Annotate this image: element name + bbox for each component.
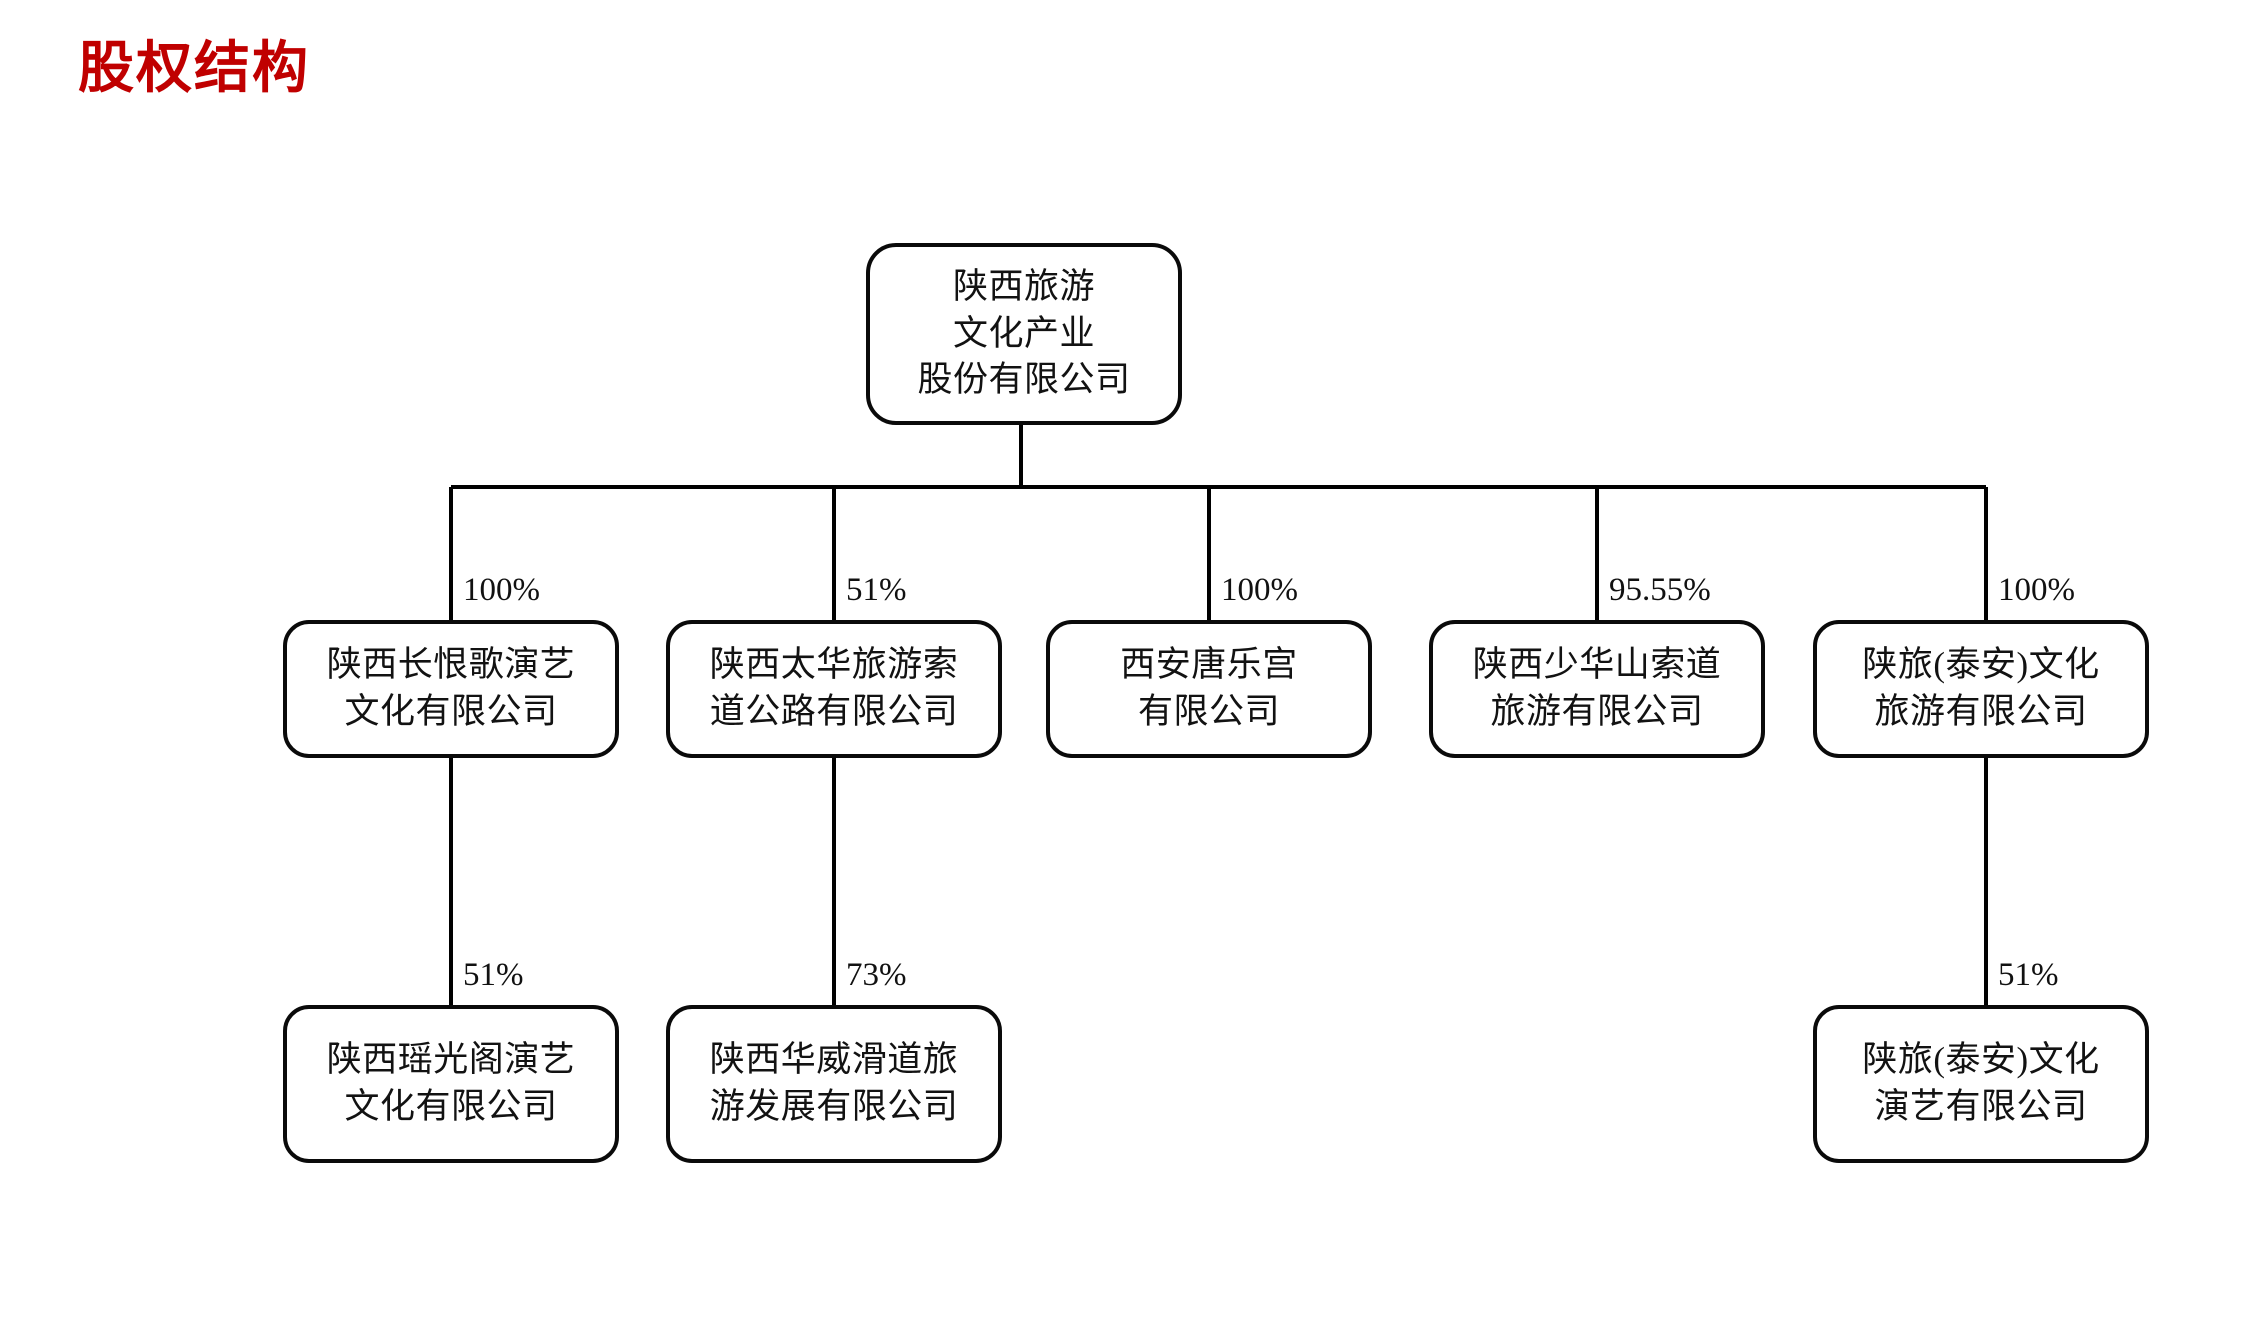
org-node-n2[interactable]: 陕西太华旅游索 道公路有限公司 bbox=[666, 620, 1002, 758]
org-node-n2a-line-2: 游发展有限公司 bbox=[709, 1087, 959, 1126]
ownership-label-n2-n2a: 73% bbox=[846, 957, 907, 993]
org-node-n2-line-1: 陕西太华旅游索 bbox=[709, 645, 959, 685]
org-node-root-line-3: 股份有限公司 bbox=[917, 360, 1131, 400]
ownership-label-root-n4: 95.55% bbox=[1609, 572, 1711, 608]
ownership-label-n1-n1a: 51% bbox=[463, 957, 524, 993]
org-node-n1[interactable]: 陕西长恨歌演艺 文化有限公司 bbox=[283, 620, 619, 758]
ownership-label-root-n3: 100% bbox=[1221, 572, 1298, 608]
ownership-label-root-n5: 100% bbox=[1998, 572, 2075, 608]
org-node-n4[interactable]: 陕西少华山索道 旅游有限公司 bbox=[1429, 620, 1765, 758]
org-node-n3-line-2: 有限公司 bbox=[1137, 692, 1280, 731]
org-node-n1a-line-2: 文化有限公司 bbox=[344, 1087, 558, 1126]
org-node-n4-line-2: 旅游有限公司 bbox=[1490, 692, 1704, 731]
org-node-n5a[interactable]: 陕旅(泰安)文化 演艺有限公司 bbox=[1813, 1005, 2149, 1163]
org-node-n5-line-1: 陕旅(泰安)文化 bbox=[1862, 645, 2100, 685]
org-node-root[interactable]: 陕西旅游 文化产业 股份有限公司 bbox=[866, 243, 1182, 425]
org-node-n3[interactable]: 西安唐乐宫 有限公司 bbox=[1046, 620, 1372, 758]
org-node-n2-line-2: 道公路有限公司 bbox=[709, 692, 959, 731]
org-node-n1-line-2: 文化有限公司 bbox=[344, 692, 558, 731]
org-node-n5-line-2: 旅游有限公司 bbox=[1874, 692, 2088, 731]
ownership-label-root-n2: 51% bbox=[846, 572, 907, 608]
org-node-n2a[interactable]: 陕西华威滑道旅 游发展有限公司 bbox=[666, 1005, 1002, 1163]
org-node-n5[interactable]: 陕旅(泰安)文化 旅游有限公司 bbox=[1813, 620, 2149, 758]
ownership-label-root-n1: 100% bbox=[463, 572, 540, 608]
page-title: 股权结构 bbox=[78, 36, 310, 101]
org-node-n1a[interactable]: 陕西瑶光阁演艺 文化有限公司 bbox=[283, 1005, 619, 1163]
ownership-label-n5-n5a: 51% bbox=[1998, 957, 2059, 993]
org-node-n5a-line-2: 演艺有限公司 bbox=[1874, 1087, 2088, 1126]
org-node-n2a-line-1: 陕西华威滑道旅 bbox=[709, 1040, 959, 1080]
org-node-n4-line-1: 陕西少华山索道 bbox=[1472, 645, 1722, 685]
org-node-root-line-1: 陕西旅游 bbox=[952, 266, 1095, 306]
org-node-n3-line-1: 西安唐乐宫 bbox=[1120, 645, 1298, 685]
org-node-n5a-line-1: 陕旅(泰安)文化 bbox=[1862, 1040, 2100, 1080]
org-node-n1a-line-1: 陕西瑶光阁演艺 bbox=[326, 1040, 576, 1080]
org-node-root-line-2: 文化产业 bbox=[952, 313, 1095, 353]
org-node-n1-line-1: 陕西长恨歌演艺 bbox=[326, 645, 576, 685]
